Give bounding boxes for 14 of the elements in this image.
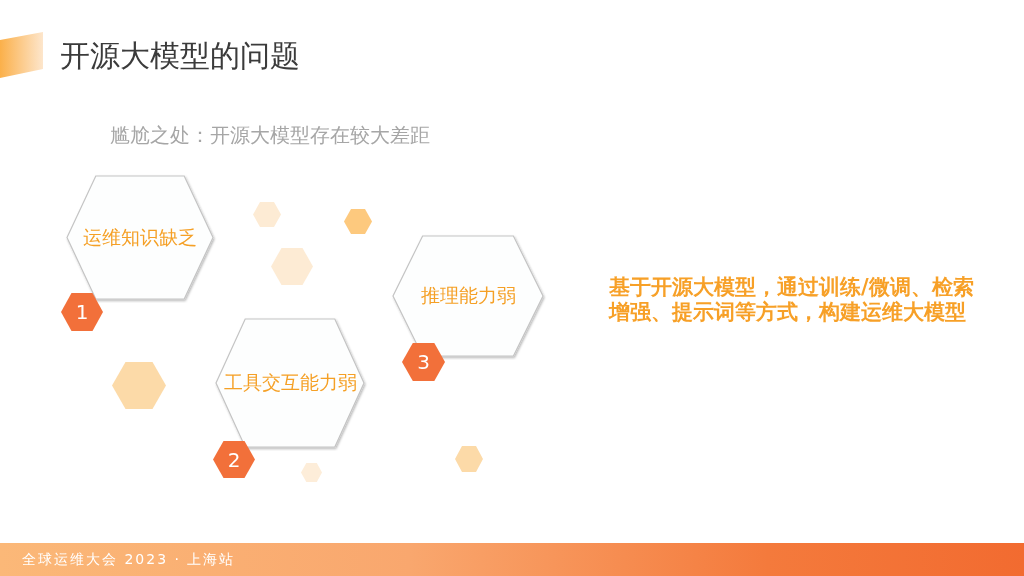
hexagon-tile [301,463,322,482]
hexagon-tile [112,362,166,409]
hexagon-tile [253,202,281,227]
number-badge: 1 [61,293,103,331]
hexagon-tile [455,446,483,472]
footer-text: 全球运维大会 2023 · 上海站 [22,550,236,569]
number-badge: 2 [213,441,255,478]
summary-text: 基于开源大模型，通过训练/微调、检索增强、提示词等方式，构建运维大模型 [609,275,975,325]
number-badge: 3 [402,343,445,381]
hexagon-tile [344,209,372,234]
slide-title: 开源大模型的问题 [60,37,300,75]
hexagon-card: 运维知识缺乏 [63,172,217,303]
hexagon-tile [271,248,313,285]
subtitle: 尴尬之处：开源大模型存在较大差距 [110,122,430,148]
